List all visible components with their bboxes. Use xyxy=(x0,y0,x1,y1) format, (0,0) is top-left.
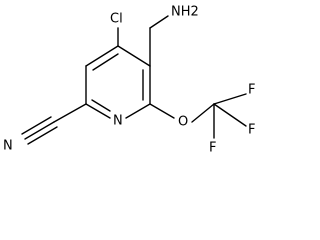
amine-label: NH2 xyxy=(171,5,199,20)
bond-cn-triple-3 xyxy=(27,126,58,145)
bond-o-cf3 xyxy=(191,103,215,123)
nitrile-nitrogen-label: N xyxy=(3,139,13,154)
bond-cf3-f1 xyxy=(213,93,247,105)
ring-nitrogen-label: N xyxy=(113,114,123,129)
bond-n1-c6 xyxy=(85,103,111,119)
pyridine-ring xyxy=(85,45,151,119)
fluorine-label-1: F xyxy=(248,83,255,98)
bond-cn-triple-2 xyxy=(21,116,52,135)
bond-c2-o xyxy=(149,103,175,119)
bond-cf3-f2 xyxy=(213,103,247,127)
fluorine-label-3: F xyxy=(209,141,216,156)
oxygen-label: O xyxy=(178,115,188,130)
bond-ch2-n xyxy=(149,15,169,29)
bond-c5-c4-double xyxy=(92,53,119,71)
bond-c6-cn xyxy=(53,103,87,123)
fluorine-label-2: F xyxy=(248,123,255,138)
bond-n1-c6-double xyxy=(91,99,111,112)
chemical-structure-diagram: Cl NH2 N N O F F F xyxy=(3,5,255,156)
bond-c4-c3 xyxy=(117,45,151,67)
chlorine-atom-label: Cl xyxy=(110,12,123,27)
bond-cn-triple-1 xyxy=(24,121,55,140)
bond-c2-n1 xyxy=(125,103,151,119)
bond-c5-c4 xyxy=(85,45,119,67)
